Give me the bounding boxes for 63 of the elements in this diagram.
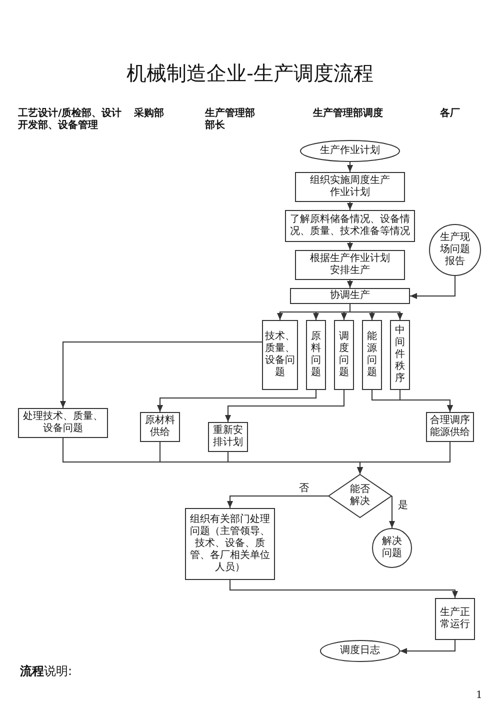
column-header: 工艺设计/质检部、设计开发部、设备管理: [18, 108, 122, 132]
flow-arrow: [400, 390, 453, 412]
page-title: 机械制造企业-生产调度流程: [126, 60, 374, 86]
process-box: [362, 320, 382, 390]
step-text: 能源问题: [367, 331, 377, 379]
process-box: [435, 598, 475, 640]
flow-arrow: [227, 496, 328, 508]
flow-arrow: [347, 202, 353, 210]
step-text: 组织实施周度生产作业计划: [310, 175, 390, 199]
terminal-ellipse: [300, 140, 400, 162]
process-box: [306, 320, 326, 390]
process-box: [185, 508, 275, 580]
flow-arrow: [60, 342, 262, 408]
flow-arrow: [230, 580, 458, 598]
flow-arrow: [347, 162, 353, 172]
terminal-ellipse: [320, 640, 400, 662]
edge-label: 是: [397, 500, 409, 511]
flow-arrow: [400, 640, 456, 654]
step-text: 调度日志: [339, 645, 381, 657]
step-text: 处理技术、质量、设备问题: [23, 411, 103, 435]
column-header: 生产管理部部长: [205, 108, 256, 132]
step-text: 生产现场问题报告: [440, 232, 470, 268]
step-text: 原料问题: [311, 331, 321, 379]
process-box: [18, 408, 108, 438]
step-text: 生产作业计划: [319, 145, 381, 157]
process-box: [262, 320, 298, 390]
column-header: 各厂: [440, 108, 460, 120]
step-text: 协调生产: [329, 290, 371, 302]
column-header: 采购部: [134, 108, 164, 120]
process-box: [285, 210, 415, 242]
section-heading: 流程说明:: [20, 664, 72, 679]
edge-label: 否: [298, 483, 310, 494]
flow-arrow: [347, 280, 353, 288]
process-box: [390, 320, 410, 390]
decision-diamond: [328, 474, 392, 518]
step-text: 调度问题: [339, 331, 349, 379]
process-box: [208, 422, 248, 452]
connector-circle: [372, 528, 412, 568]
flow-arrow: [389, 496, 395, 528]
step-text: 重新安排计划: [213, 425, 243, 449]
step-text: 合理调序能源供给: [430, 415, 470, 439]
step-text: 根据生产作业计划安排生产: [310, 253, 390, 277]
step-text: 生产正常运行: [440, 607, 470, 631]
step-text: 技术、质量、设备问题: [265, 331, 295, 379]
flow-arrow: [225, 390, 344, 422]
flow-arrow: [347, 242, 353, 250]
connector-circle: [429, 224, 481, 276]
process-box: [140, 412, 180, 442]
step-text: 能否解决: [350, 484, 370, 508]
process-box: [295, 250, 405, 280]
step-text: 解决问题: [382, 536, 402, 560]
page-number: 1: [476, 690, 482, 702]
flow-arrow: [410, 276, 456, 299]
step-text: 了解原料储备情况、设备情况、质量、技术准备等情况: [290, 214, 410, 238]
column-header: 生产管理部调度: [313, 108, 383, 120]
flow-arrow: [157, 390, 316, 412]
process-box: [290, 288, 410, 304]
process-box: [334, 320, 354, 390]
process-box: [295, 172, 405, 202]
step-text: 组织有关部门处理问题（主管领导、技术、设备、质管、各厂相关单位人员）: [190, 514, 270, 574]
step-text: 原材料供给: [145, 415, 175, 439]
step-text: 中间件秩序: [395, 325, 405, 385]
flow-arrow: [357, 442, 450, 474]
